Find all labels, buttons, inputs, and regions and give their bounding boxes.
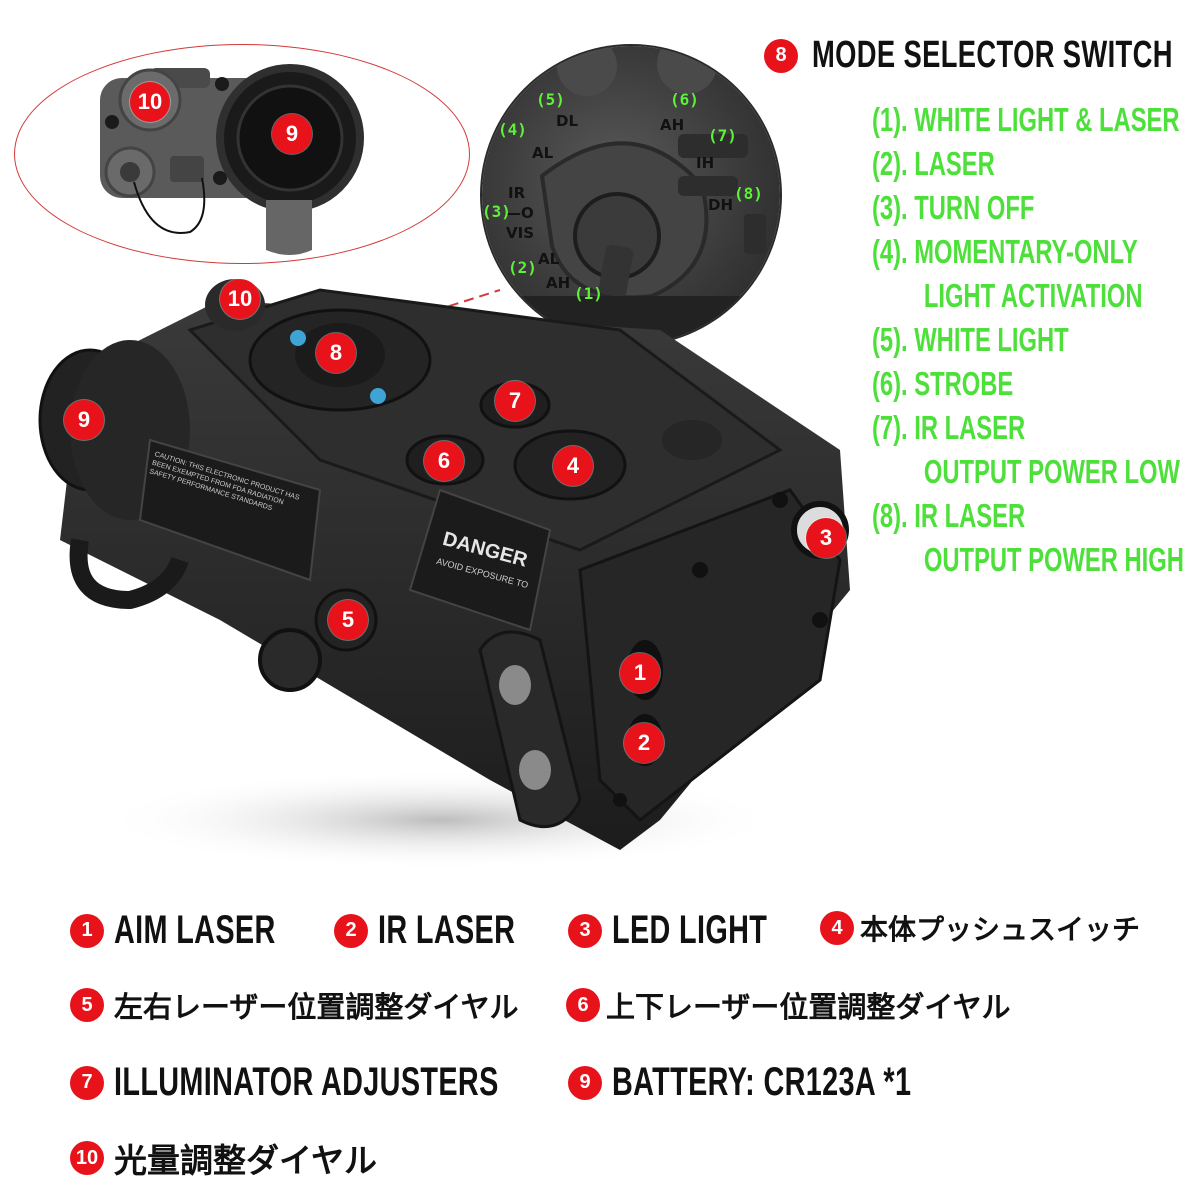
legend-item-push-switch: 4 本体プッシュスイッチ — [820, 908, 1140, 948]
dial-position-6: (6) — [670, 90, 699, 109]
legend-label-vertical-dial: 上下レーザー位置調整ダイヤル — [606, 990, 1011, 1024]
legend-item-aim-laser: 1 AIM LASER — [70, 908, 339, 953]
legend-label-led-light: LED LIGHT — [612, 908, 768, 952]
legend-label-illuminator-adjusters: ILLUMINATOR ADJUSTERS — [114, 1060, 499, 1104]
mode-item-8-continued: OUTPUT POWER HIGH — [923, 541, 1184, 578]
dial-glyph-dl: DL — [556, 112, 579, 130]
mode-item-2: (2). LASER — [872, 145, 995, 182]
legend-marker-1: 1 — [70, 913, 104, 948]
legend-label-battery: BATTERY: CR123A *1 — [612, 1060, 912, 1104]
dial-position-8: (8) — [734, 184, 763, 203]
marker-8-mode-selector: 8 — [316, 333, 356, 373]
marker-2-ir-laser: 2 — [624, 723, 664, 763]
legend-item-illuminator-adjusters: 7 ILLUMINATOR ADJUSTERS — [70, 1060, 648, 1105]
legend-marker-7: 7 — [70, 1065, 104, 1100]
legend-item-ir-laser: 2 IR LASER — [334, 908, 569, 953]
mode-selector-title: MODE SELECTOR SWITCH — [812, 34, 1173, 76]
mode-item-1: (1). WHITE LIGHT & LASER — [872, 101, 1180, 138]
dial-glyph-off: —O — [506, 204, 534, 222]
marker-9-inset: 9 — [272, 114, 312, 154]
legend-label-light-dial: 光量調整ダイヤル — [114, 1141, 378, 1180]
legend-marker-10: 10 — [70, 1141, 104, 1175]
legend-marker-4: 4 — [820, 911, 854, 945]
mode-item-7: (7). IR LASER — [872, 409, 1026, 446]
dial-glyph-ir: IR — [508, 184, 526, 202]
legend-marker-6: 6 — [566, 988, 600, 1022]
legend-marker-3: 3 — [568, 913, 602, 948]
mode-item-8: (8). IR LASER — [872, 497, 1026, 534]
main-device-illustration — [38, 279, 850, 870]
legend-item-horizontal-dial: 5 左右レーザー位置調整ダイヤル — [70, 984, 519, 1026]
dial-position-1: (1) — [574, 284, 603, 303]
marker-7-illuminator-adjusters: 7 — [495, 381, 535, 421]
legend-item-vertical-dial: 6 上下レーザー位置調整ダイヤル — [566, 984, 1011, 1026]
dial-position-7: (7) — [708, 126, 737, 145]
dial-glyph-dh: DH — [708, 196, 734, 214]
marker-5-horizontal-dial: 5 — [328, 600, 368, 640]
legend-marker-9: 9 — [568, 1065, 602, 1100]
mode-item-4: (4). MOMENTARY-ONLY — [872, 233, 1138, 270]
mode-item-5: (5). WHITE LIGHT — [872, 321, 1069, 358]
marker-10-light-dial: 10 — [220, 279, 260, 319]
marker-1-aim-laser: 1 — [620, 653, 660, 693]
marker-4-push-switch: 4 — [553, 446, 593, 486]
mode-item-4-continued: LIGHT ACTIVATION — [923, 277, 1143, 314]
dial-position-5: (5) — [536, 90, 565, 109]
legend-item-battery: 9 BATTERY: CR123A *1 — [568, 1060, 1028, 1105]
dial-glyph-al: AL — [532, 144, 554, 162]
legend-marker-2: 2 — [334, 913, 368, 948]
legend-label-push-switch: 本体プッシュスイッチ — [860, 913, 1141, 946]
dial-glyph-al-2: AL — [538, 250, 560, 268]
legend-marker-5: 5 — [70, 988, 104, 1022]
dial-glyph-ih: IH — [696, 154, 715, 172]
marker-6-vertical-dial: 6 — [424, 441, 464, 481]
marker-9-battery: 9 — [64, 400, 104, 440]
marker-3-led-light: 3 — [806, 518, 846, 558]
dial-glyph-vis: VIS — [506, 224, 534, 242]
legend-label-horizontal-dial: 左右レーザー位置調整ダイヤル — [114, 990, 519, 1024]
dial-position-4: (4) — [498, 120, 527, 139]
mode-selector-header: 8 MODE SELECTOR SWITCH — [764, 34, 1200, 77]
dial-position-2: (2) — [508, 258, 537, 277]
inset-rear-view-outline — [14, 44, 470, 264]
legend-item-led-light: 3 LED LIGHT — [568, 908, 828, 953]
dial-position-3: (3) — [482, 202, 511, 221]
mode-item-7-continued: OUTPUT POWER LOW — [923, 453, 1180, 490]
mode-item-3: (3). TURN OFF — [872, 189, 1035, 226]
marker-10-inset: 10 — [130, 82, 170, 122]
dial-glyph-ah-2: AH — [660, 116, 685, 134]
marker-8-header: 8 — [764, 38, 798, 73]
dial-glyph-ah: AH — [546, 274, 571, 292]
legend-label-aim-laser: AIM LASER — [114, 908, 276, 952]
legend-label-ir-laser: IR LASER — [378, 908, 516, 952]
legend-item-light-dial: 10 光量調整ダイヤル — [70, 1134, 377, 1182]
mode-item-6: (6). STROBE — [872, 365, 1014, 402]
mode-list: (1). WHITE LIGHT & LASER (2). LASER (3).… — [872, 98, 1200, 582]
